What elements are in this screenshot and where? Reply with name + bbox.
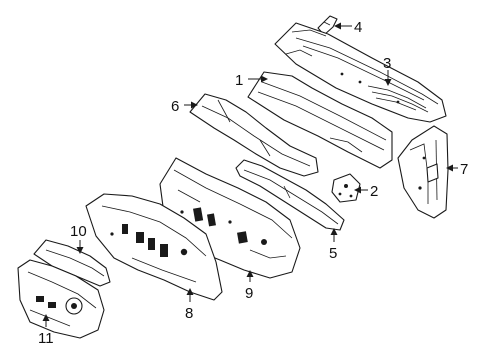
part-11-lower-insulator	[17, 259, 105, 339]
part-8-insulator	[85, 193, 223, 301]
leader-lines	[42, 22, 458, 327]
part-2-bracket	[331, 173, 361, 203]
callout-8: 8	[185, 305, 193, 322]
callout-11: 11	[38, 330, 54, 347]
callout-3: 3	[383, 55, 391, 72]
part-7-pillar-reinforcement	[397, 125, 449, 219]
part-6-cowl-side-panel	[189, 93, 319, 177]
part-5-reinforcement	[235, 159, 345, 231]
callout-5: 5	[329, 245, 337, 262]
callout-6: 6	[171, 98, 179, 115]
callout-labels: 1 2 3 4 5 6 7 8 9 10 11	[38, 19, 468, 347]
callout-4: 4	[354, 19, 362, 36]
callout-10: 10	[70, 223, 87, 240]
callout-1: 1	[235, 72, 243, 89]
callout-7: 7	[460, 161, 468, 178]
callout-9: 9	[245, 285, 253, 302]
callout-2: 2	[370, 183, 378, 200]
part-3-cowl-panel	[274, 22, 447, 123]
part-1-cowl-extension	[247, 71, 393, 169]
